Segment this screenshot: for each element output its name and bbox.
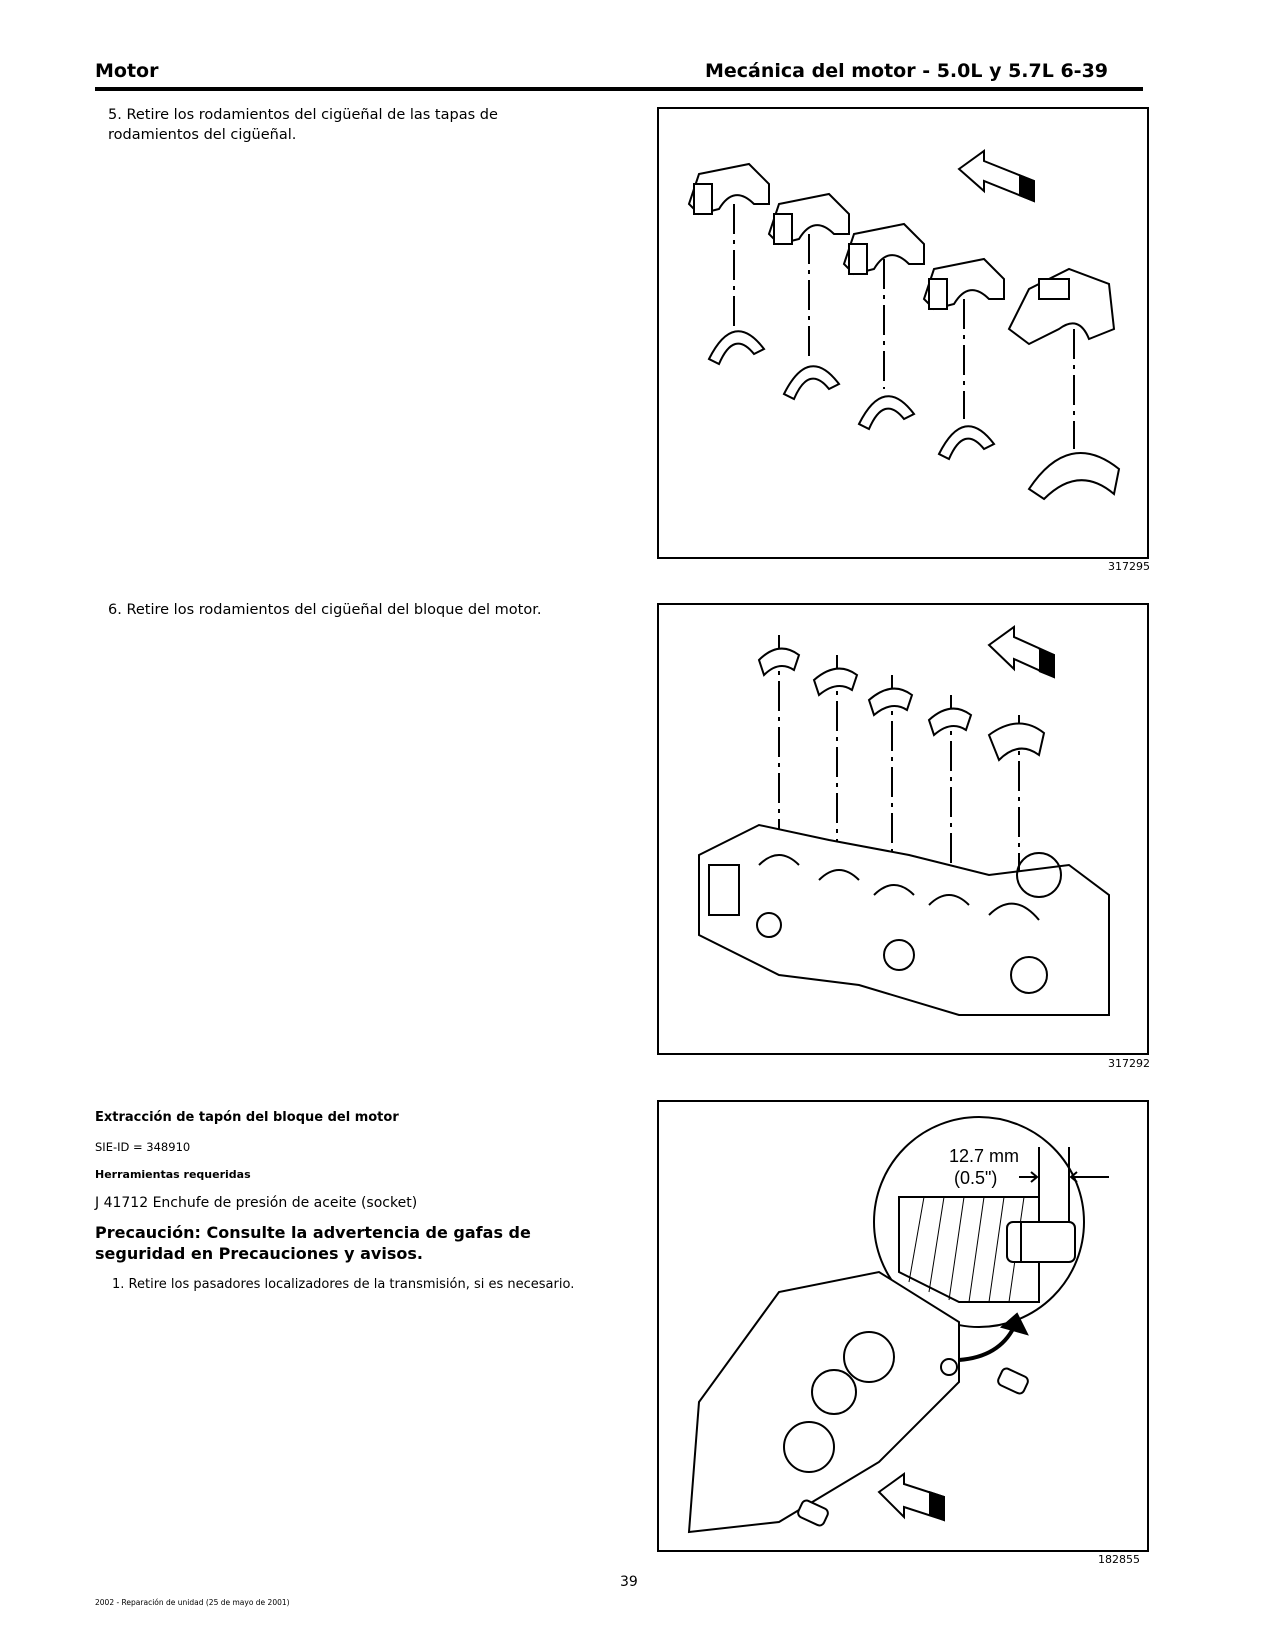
step-6-text: 6. Retire los rodamientos del cigüeñal d… (108, 602, 542, 618)
section-heading: Extracción de tapón del bloque del motor (95, 1110, 399, 1125)
dimension-label-in: (0.5") (954, 1168, 997, 1188)
page-title: Mecánica del motor - 5.0L y 5.7L 6-39 (705, 60, 1109, 82)
tool-item: J 41712 Enchufe de presión de aceite (so… (95, 1195, 418, 1211)
tools-heading: Herramientas requeridas (95, 1168, 251, 1181)
page-number: 39 (620, 1574, 638, 1590)
figure-id: 182855 (1098, 1553, 1140, 1566)
footer-text: 2002 - Reparación de unidad (25 de mayo … (95, 1598, 290, 1607)
main-bearing-caps-illustration-icon (687, 149, 1121, 501)
procedure-step-1: 1. Retire los pasadores localizadores de… (112, 1277, 575, 1292)
figure-locator-pin: 12.7 mm (0.5") (657, 1100, 1149, 1552)
figure-engine-block (657, 603, 1149, 1055)
dimension-label-mm: 12.7 mm (949, 1146, 1019, 1166)
sie-id: SIE-ID = 348910 (95, 1140, 191, 1154)
figure-bearing-caps (657, 107, 1149, 559)
figure-id: 317292 (1108, 1057, 1150, 1070)
header-divider (95, 87, 1143, 91)
locator-pin-illustration-icon: 12.7 mm (0.5") (687, 1116, 1109, 1534)
engine-block-bearings-illustration-icon (698, 625, 1110, 1016)
caution-note: Precaución: Consulte la advertencia de g… (95, 1223, 531, 1263)
section-title: Motor (95, 60, 159, 82)
figure-id: 317295 (1108, 560, 1150, 573)
step-5-text: 5. Retire los rodamientos del cigüeñal d… (108, 107, 498, 143)
